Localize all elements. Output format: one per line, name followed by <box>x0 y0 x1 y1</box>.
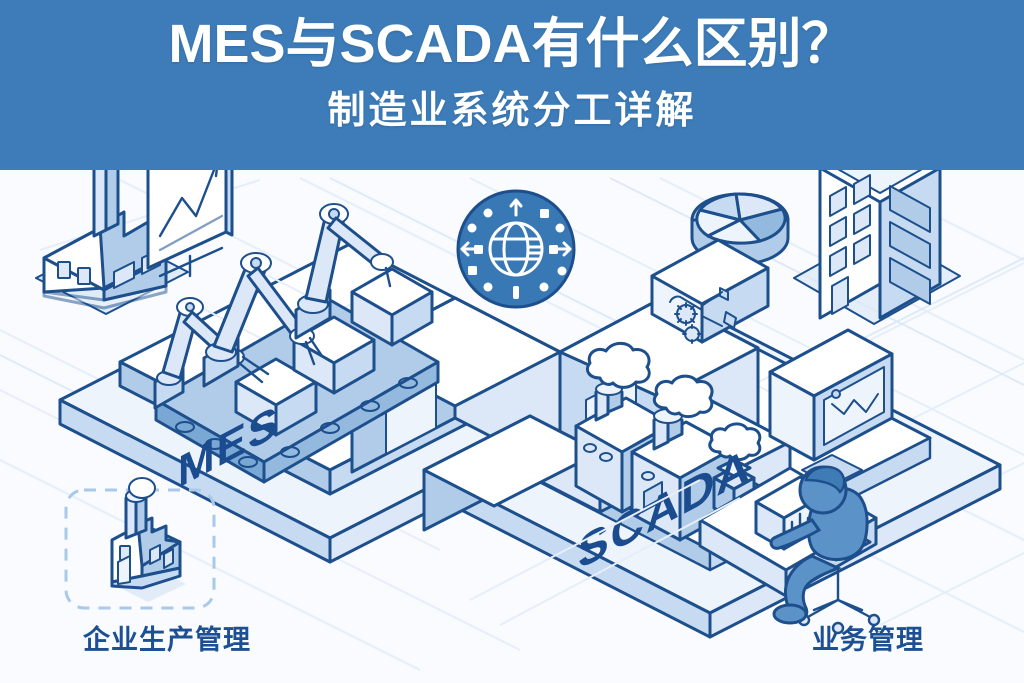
small-factory-badge <box>64 477 216 610</box>
smoke-cloud-icon <box>652 374 714 419</box>
seated-worker-icon <box>769 465 881 635</box>
machine-unit <box>630 408 736 542</box>
smoke-cloud-icon <box>708 422 762 462</box>
header-banner <box>0 0 1024 170</box>
product-box <box>350 267 434 347</box>
caption-left: 企业生产管理 <box>83 625 251 655</box>
globe-network-icon <box>456 189 576 309</box>
gear-panel-icon <box>650 238 770 344</box>
robot-arm-icon <box>294 203 394 340</box>
caption-right: 业务管理 <box>812 625 924 655</box>
smoke-cloud-icon <box>585 341 651 389</box>
pie-chart-icon <box>690 192 790 266</box>
robot-arm-icon <box>202 252 324 388</box>
